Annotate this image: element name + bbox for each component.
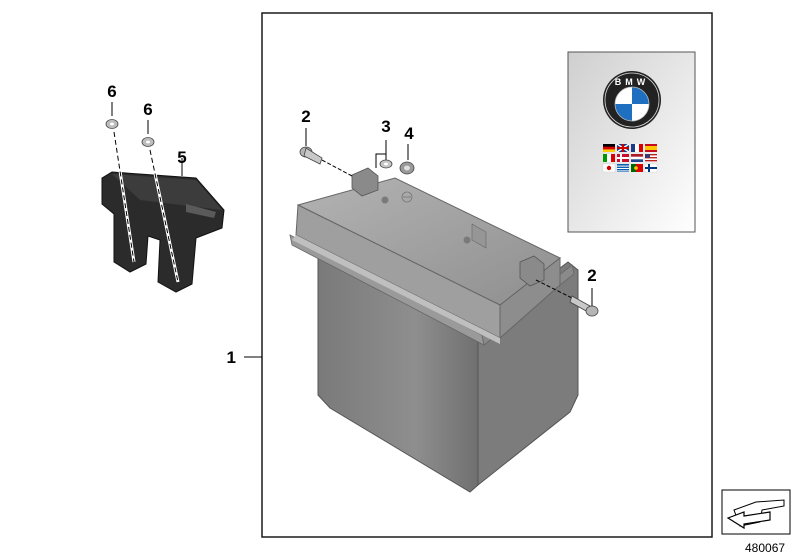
bolt-left[interactable] bbox=[299, 128, 353, 177]
assembly-frame bbox=[261, 12, 713, 538]
nut[interactable] bbox=[399, 144, 415, 175]
bmw-letters: BMW bbox=[615, 77, 650, 87]
diagram-number: 480067 bbox=[745, 541, 785, 555]
arrow-sheet-icon bbox=[721, 489, 791, 535]
callout-screw-a[interactable]: 6 bbox=[107, 82, 116, 101]
callout-screw-b[interactable]: 6 bbox=[143, 100, 152, 119]
screw-b[interactable] bbox=[141, 120, 180, 283]
callout-terminal-cover[interactable]: 5 bbox=[177, 148, 186, 167]
instruction-booklet: BMW bbox=[567, 51, 696, 233]
callout-bolt-left[interactable]: 2 bbox=[301, 107, 310, 126]
callout-battery[interactable]: 1 bbox=[227, 348, 236, 367]
language-flags-icon bbox=[602, 143, 658, 173]
bmw-roundel-icon: BMW bbox=[603, 71, 661, 129]
callout-washer[interactable]: 3 bbox=[381, 117, 390, 136]
callout-bolt-right[interactable]: 2 bbox=[587, 266, 596, 285]
callout-nut[interactable]: 4 bbox=[404, 124, 414, 143]
screw-a[interactable] bbox=[105, 102, 136, 263]
battery[interactable] bbox=[289, 167, 579, 493]
washer[interactable] bbox=[375, 140, 393, 169]
bolt-right[interactable] bbox=[535, 279, 599, 317]
